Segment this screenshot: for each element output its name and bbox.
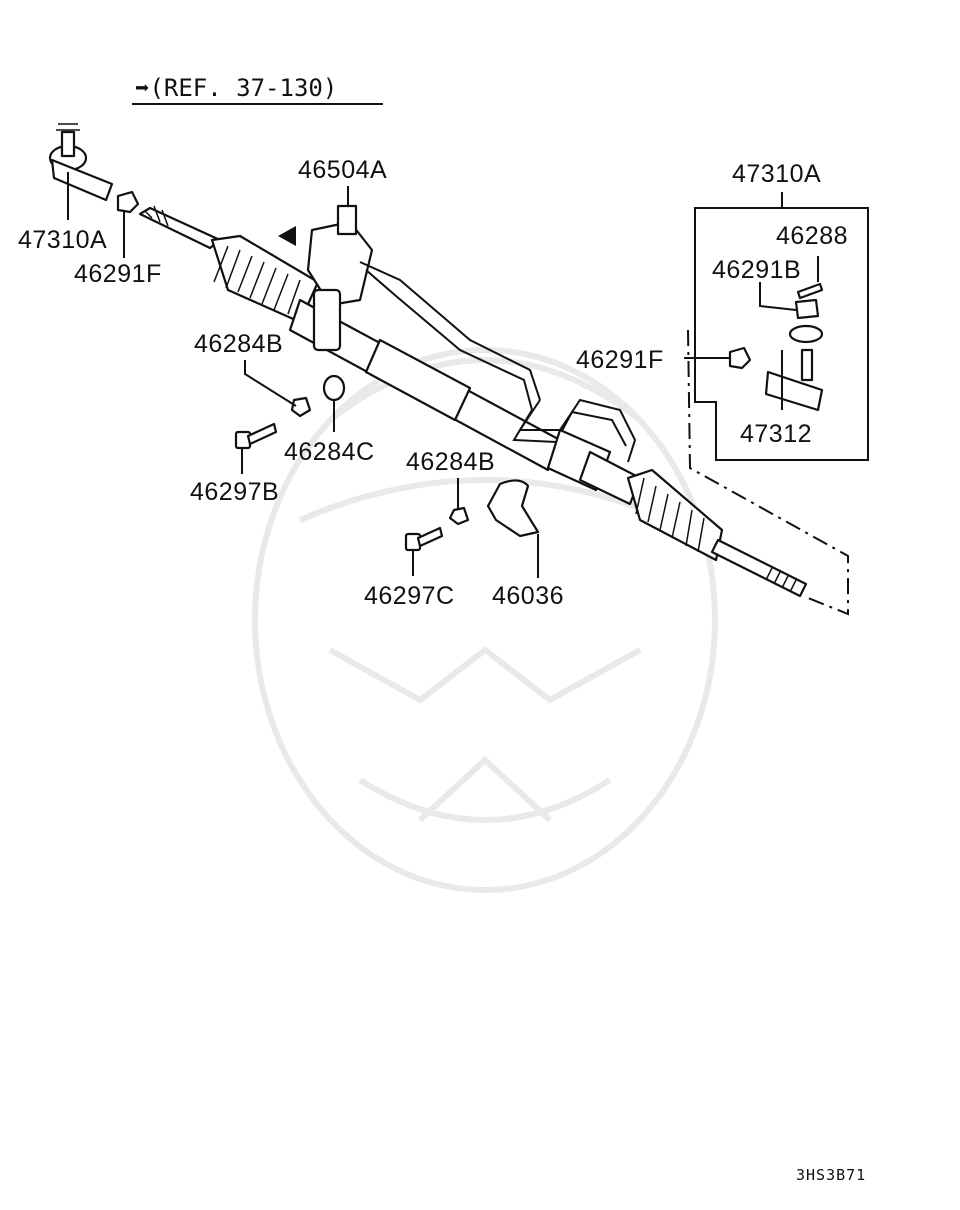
label-46297B[interactable]: 46297B xyxy=(190,478,279,506)
reference-text[interactable]: ➡(REF. 37-130) xyxy=(135,74,337,102)
bolt-46297C xyxy=(404,526,444,552)
label-46288[interactable]: 46288 xyxy=(776,222,848,250)
bolt-46297B xyxy=(234,422,278,450)
pinion-lower-housing xyxy=(312,288,342,352)
right-boot-ribs xyxy=(635,477,705,553)
label-46291F-left[interactable]: 46291F xyxy=(74,260,162,288)
hydraulic-line-1 xyxy=(359,261,541,401)
label-47310A-right[interactable]: 47310A xyxy=(732,160,821,188)
watermark-emblem xyxy=(252,347,718,893)
castle-nut xyxy=(794,298,820,320)
dust-seal xyxy=(788,324,824,344)
label-47310A-left[interactable]: 47310A xyxy=(18,226,107,254)
label-46297C[interactable]: 46297C xyxy=(364,582,455,610)
left-boot-ribs xyxy=(213,245,301,315)
left-lock-nut xyxy=(116,190,140,214)
hydraulic-line-2 xyxy=(365,269,533,411)
right-tie-rod-end-body xyxy=(764,370,824,412)
right-lock-nut xyxy=(728,346,752,370)
label-46504A[interactable]: 46504A xyxy=(298,156,387,184)
right-thread-marks xyxy=(765,567,797,593)
left-thread-marks xyxy=(145,205,169,227)
left-tie-rod-end xyxy=(48,123,114,202)
right-tie-rod xyxy=(710,538,808,598)
pinion-input-shaft xyxy=(336,204,358,236)
drawing-code: 3HS3B71 xyxy=(796,1166,866,1184)
right-kit-box xyxy=(687,207,869,616)
cotter-pin xyxy=(796,282,824,300)
left-bellows-boot xyxy=(210,234,320,324)
ball-stud xyxy=(800,348,814,382)
leader-lines xyxy=(67,172,819,578)
washer-46284C xyxy=(322,374,346,402)
steering-rack-assembly xyxy=(138,204,808,598)
label-46284B-lower[interactable]: 46284B xyxy=(406,448,495,476)
clamp-bracket-46036 xyxy=(486,479,540,538)
label-46291F-right[interactable]: 46291F xyxy=(576,346,664,374)
housing-sleeve xyxy=(364,338,472,422)
hydraulic-line-4 xyxy=(512,409,627,447)
label-47312[interactable]: 47312 xyxy=(740,420,812,448)
label-46036[interactable]: 46036 xyxy=(492,582,564,610)
label-46284C[interactable]: 46284C xyxy=(284,438,375,466)
nut-46284B-upper xyxy=(290,396,312,418)
right-housing-end xyxy=(578,450,642,506)
left-tie-rod xyxy=(138,206,222,250)
direction-arrow-icon xyxy=(278,226,296,246)
label-46291B[interactable]: 46291B xyxy=(712,256,801,284)
label-46284B-upper[interactable]: 46284B xyxy=(194,330,283,358)
nut-46284B-lower xyxy=(448,506,470,526)
